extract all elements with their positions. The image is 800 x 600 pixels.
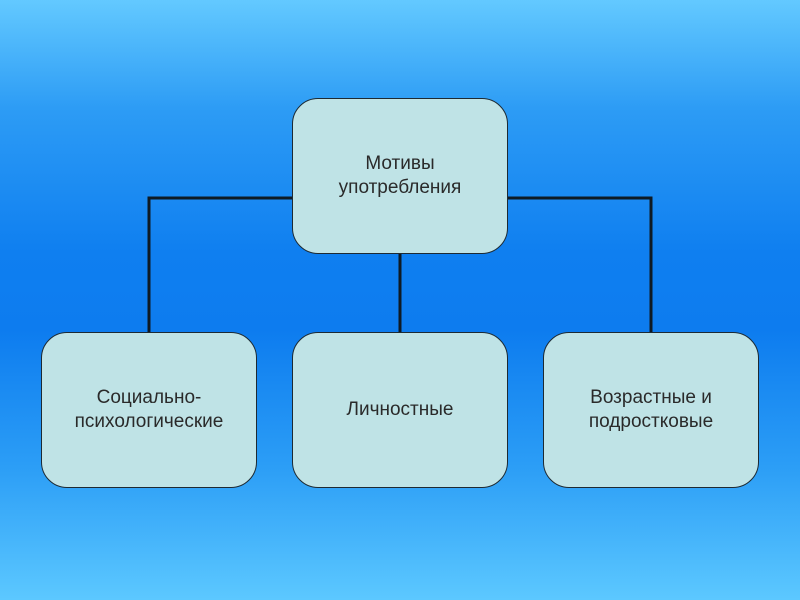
root-node-motives-of-use: Мотивы употребления (292, 98, 508, 254)
child-node-socio-psychological: Социально- психологические (41, 332, 257, 488)
connector-right (508, 196, 653, 332)
connector-left (147, 196, 292, 332)
child-node-age-adolescent: Возрастные и подростковые (543, 332, 759, 488)
child-node-personal: Личностные (292, 332, 508, 488)
